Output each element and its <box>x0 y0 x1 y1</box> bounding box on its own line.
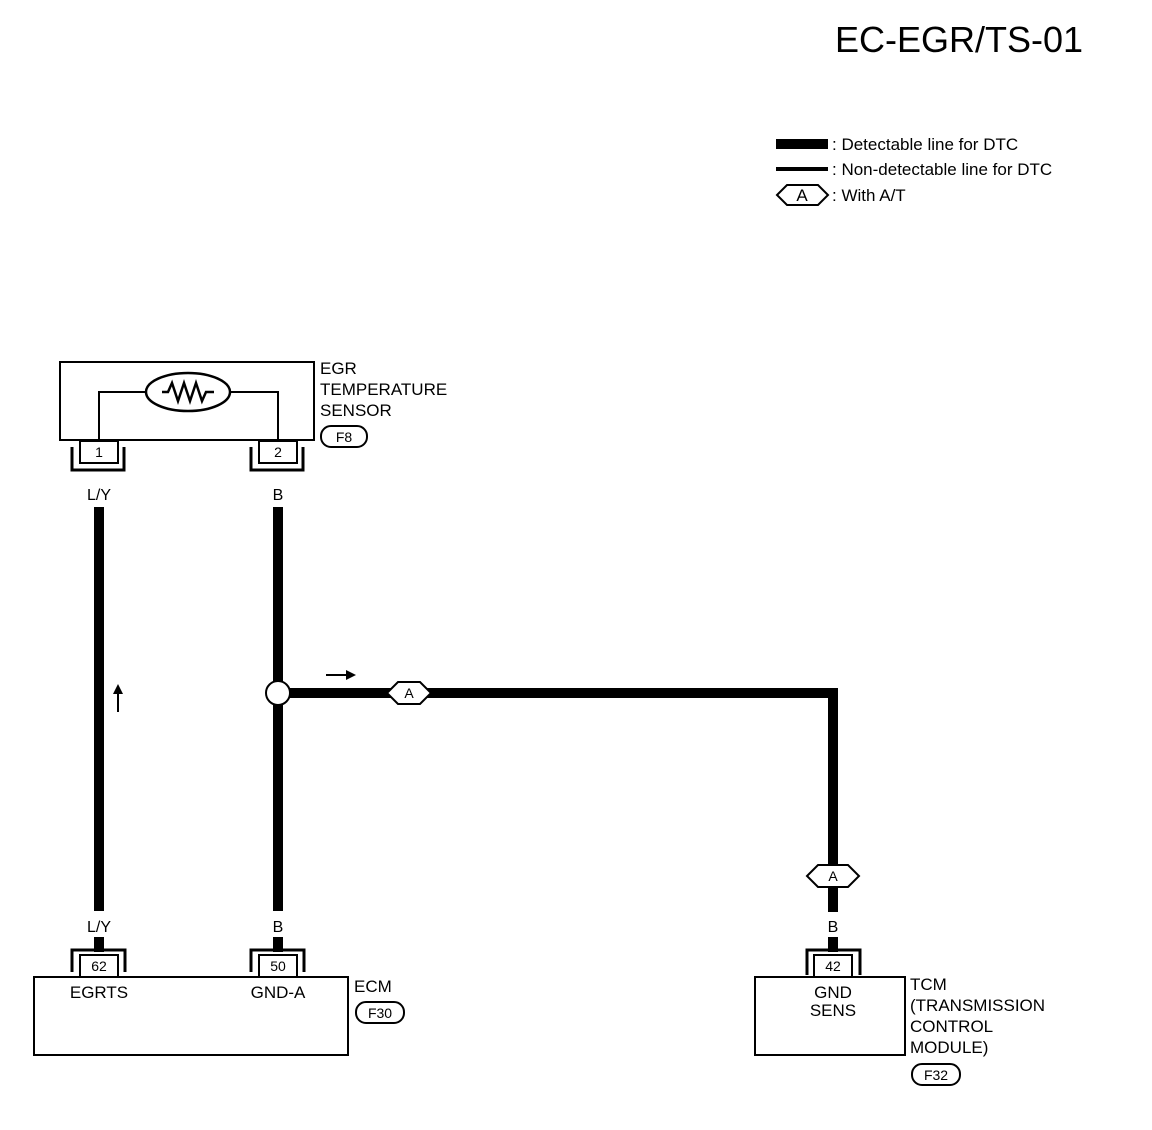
egr-temperature-sensor: 1 2 EGR TEMPERATURE SENSOR F8 <box>59 359 447 472</box>
tcm-name-line-4: MODULE) <box>910 1038 988 1057</box>
wire-color-right-top: B <box>273 487 284 504</box>
ecm-connector-id: F30 <box>368 1005 392 1021</box>
tcm-box <box>754 976 906 1056</box>
pin-2-box <box>258 440 298 464</box>
legend-with-at-label: : With A/T <box>832 186 906 205</box>
tcm-terminal-line-2: SENS <box>810 1001 856 1020</box>
tcm-connector-badge <box>911 1063 961 1086</box>
sensor-connector-id: F8 <box>336 429 353 445</box>
signal-arrow-up-icon <box>113 684 123 694</box>
sensor-name-line-3: SENSOR <box>320 401 392 420</box>
pin-42-number: 42 <box>825 958 841 974</box>
option-marker-a-horizontal <box>385 681 433 705</box>
ecm-terminal-gnd-a: GND-A <box>251 983 306 1002</box>
option-marker-a-horizontal-letter: A <box>404 685 414 701</box>
pin-50-number: 50 <box>270 958 286 974</box>
tcm-name-line-2: (TRANSMISSION <box>910 996 1045 1015</box>
ecm-box <box>33 976 349 1056</box>
sensor-name-line-2: TEMPERATURE <box>320 380 447 399</box>
signal-arrow-right-icon <box>346 670 356 680</box>
wires: L/Y B A A L/Y B B <box>87 487 861 952</box>
ecm-terminal-egrts: EGRTS <box>70 983 128 1002</box>
tcm-name-line-3: CONTROL <box>910 1017 993 1036</box>
option-marker-a-vertical <box>805 864 861 888</box>
wire-b-tcm <box>290 688 838 865</box>
pin-62-number: 62 <box>91 958 107 974</box>
legend-non-detectable-label: : Non-detectable line for DTC <box>832 160 1052 179</box>
tcm: 42 GND SENS TCM (TRANSMISSION CONTROL MO… <box>754 948 1045 1086</box>
connector-bracket-pin-42 <box>805 948 862 975</box>
legend-non-detectable-swatch <box>776 167 828 171</box>
ecm-name: ECM <box>354 977 392 996</box>
tcm-connector-id: F32 <box>924 1067 948 1083</box>
wire-color-left-top: L/Y <box>87 487 111 504</box>
wire-color-left-bottom: L/Y <box>87 919 111 936</box>
legend-detectable-swatch <box>776 139 828 149</box>
tcm-name-line-1: TCM <box>910 975 947 994</box>
connector-bracket-pin-50 <box>249 948 306 972</box>
pin-1-number: 1 <box>95 444 103 460</box>
pin-1-box <box>79 440 119 464</box>
sensor-name-line-1: EGR <box>320 359 357 378</box>
legend-option-marker <box>775 184 830 206</box>
connector-bracket-pin-62 <box>70 948 127 972</box>
ecm-connector-badge <box>355 1001 405 1024</box>
legend-detectable-label: : Detectable line for DTC <box>832 135 1018 154</box>
wire-color-right-bottom: B <box>273 919 284 936</box>
page-title: EC-EGR/TS-01 <box>835 19 1083 60</box>
legend: : Detectable line for DTC : Non-detectab… <box>775 135 1052 206</box>
option-marker-a-vertical-letter: A <box>828 868 838 884</box>
sensor-connector-badge <box>320 425 368 448</box>
splice-point <box>265 680 291 706</box>
connector-bracket-pin-2 <box>249 447 305 472</box>
wire-color-tcm: B <box>828 919 839 936</box>
pin-2-number: 2 <box>274 444 282 460</box>
ecm: 62 50 EGRTS GND-A ECM F30 <box>33 948 405 1056</box>
tcm-terminal-line-1: GND <box>814 983 852 1002</box>
resistor-zigzag-icon <box>162 379 214 405</box>
legend-option-marker-letter: A <box>796 186 808 205</box>
connector-bracket-pin-1 <box>70 447 126 472</box>
